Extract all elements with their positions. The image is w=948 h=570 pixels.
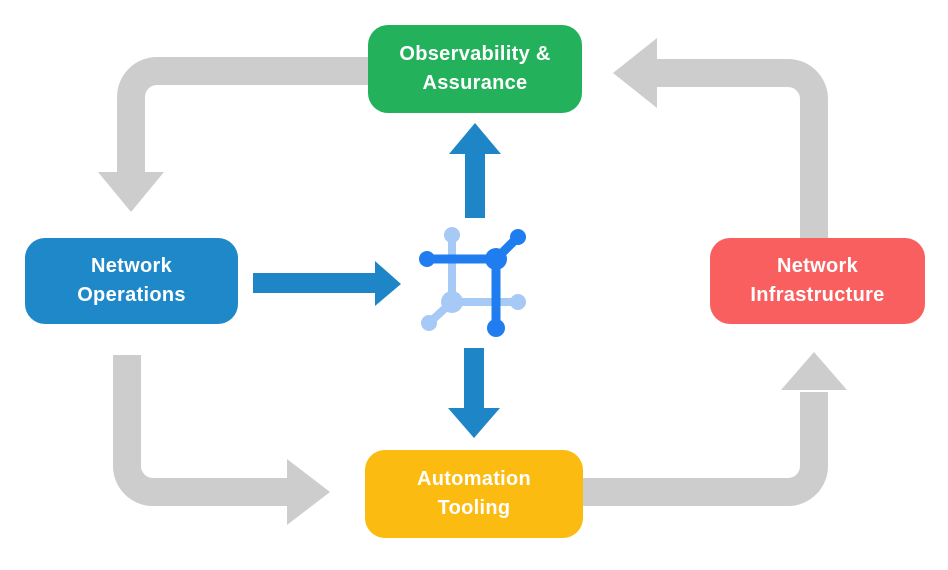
arrow-center-to-automation bbox=[448, 348, 500, 438]
node-automation-tooling-label: Automation Tooling bbox=[416, 468, 532, 519]
arrow-automation-to-infrastructure bbox=[583, 352, 847, 506]
node-observability-assurance: Observability & Assurance bbox=[368, 25, 582, 113]
node-network-operations: Network Operations bbox=[25, 238, 238, 324]
node-network-infrastructure: Network Infrastructure bbox=[710, 238, 925, 324]
arrow-observability-to-operations bbox=[98, 57, 368, 212]
arrow-operations-to-automation bbox=[113, 355, 330, 525]
arrow-infrastructure-to-observability bbox=[613, 38, 828, 238]
node-automation-tooling: Automation Tooling bbox=[365, 450, 583, 538]
node-network-infrastructure-label: Network Infrastructure bbox=[750, 255, 885, 306]
arrow-center-to-observability bbox=[449, 123, 501, 218]
arrow-operations-to-center bbox=[253, 261, 401, 306]
node-network-operations-label: Network Operations bbox=[77, 255, 186, 306]
node-observability-assurance-label: Observability & Assurance bbox=[399, 43, 551, 94]
network-automation-icon bbox=[419, 227, 526, 337]
icon-dark-blue-branches bbox=[419, 229, 526, 337]
icon-light-blue-branches bbox=[421, 227, 526, 331]
